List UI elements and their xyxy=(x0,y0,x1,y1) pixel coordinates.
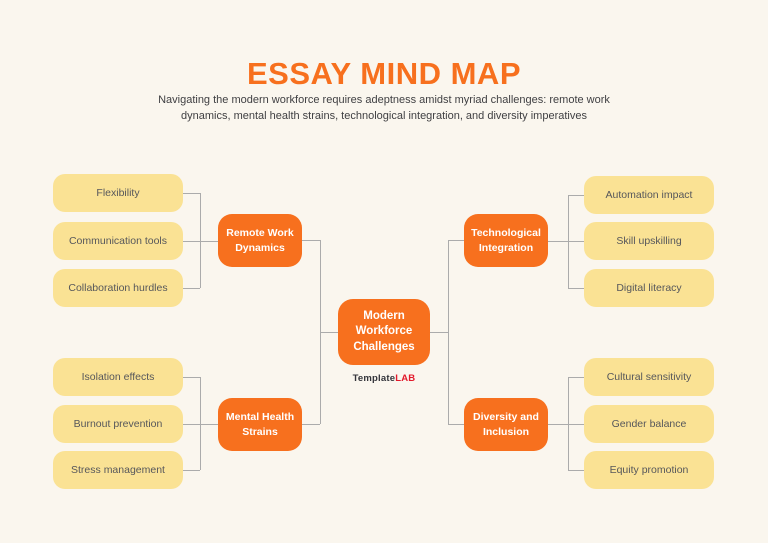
connector-line xyxy=(568,195,585,196)
connector-line xyxy=(568,377,585,378)
leaf-node-stress-management: Stress management xyxy=(53,451,183,489)
connector-line xyxy=(200,193,201,288)
connector-line xyxy=(568,470,585,471)
leaf-node-burnout-prevention: Burnout prevention xyxy=(53,405,183,443)
watermark-logo: TemplateLAB xyxy=(0,373,768,384)
connector-line xyxy=(448,240,465,241)
leaf-node-skill-upskilling: Skill upskilling xyxy=(584,222,714,260)
leaf-node-communication-tools: Communication tools xyxy=(53,222,183,260)
leaf-node-collaboration-hurdles: Collaboration hurdles xyxy=(53,269,183,307)
page-subtitle: Navigating the modern workforce requires… xyxy=(158,94,610,122)
leaf-node-cultural-sensitivity: Cultural sensitivity xyxy=(584,358,714,396)
branch-node-remote-work-dynamics: Remote Work Dynamics xyxy=(218,214,302,267)
watermark-prefix: Template xyxy=(352,373,396,384)
branch-node-mental-health-strains: Mental Health Strains xyxy=(218,398,302,451)
leaf-node-automation-impact: Automation impact xyxy=(584,176,714,214)
connector-line xyxy=(568,377,569,470)
page-title: ESSAY MIND MAP xyxy=(246,56,521,91)
connector-line xyxy=(183,288,200,289)
leaf-node-digital-literacy: Digital literacy xyxy=(584,269,714,307)
central-node: Modern Workforce Challenges xyxy=(338,299,430,365)
connector-line xyxy=(183,470,200,471)
connector-line xyxy=(183,424,219,425)
connector-line xyxy=(200,377,201,470)
branch-node-diversity-and-inclusion: Diversity and Inclusion xyxy=(464,398,548,451)
leaf-node-equity-promotion: Equity promotion xyxy=(584,451,714,489)
connector-line xyxy=(448,240,449,424)
connector-line xyxy=(320,332,338,333)
connector-line xyxy=(183,241,219,242)
connector-line xyxy=(300,240,320,241)
connector-line xyxy=(183,377,200,378)
connector-line xyxy=(430,332,448,333)
connector-line xyxy=(448,424,465,425)
leaf-node-flexibility: Flexibility xyxy=(53,174,183,212)
connector-line xyxy=(568,288,585,289)
leaf-node-isolation-effects: Isolation effects xyxy=(53,358,183,396)
connector-line xyxy=(548,424,585,425)
connector-line xyxy=(183,193,200,194)
connector-line xyxy=(300,424,320,425)
connector-line xyxy=(548,241,585,242)
leaf-node-gender-balance: Gender balance xyxy=(584,405,714,443)
branch-node-technological-integration: Technological Integration xyxy=(464,214,548,267)
watermark-suffix: LAB xyxy=(395,373,416,384)
